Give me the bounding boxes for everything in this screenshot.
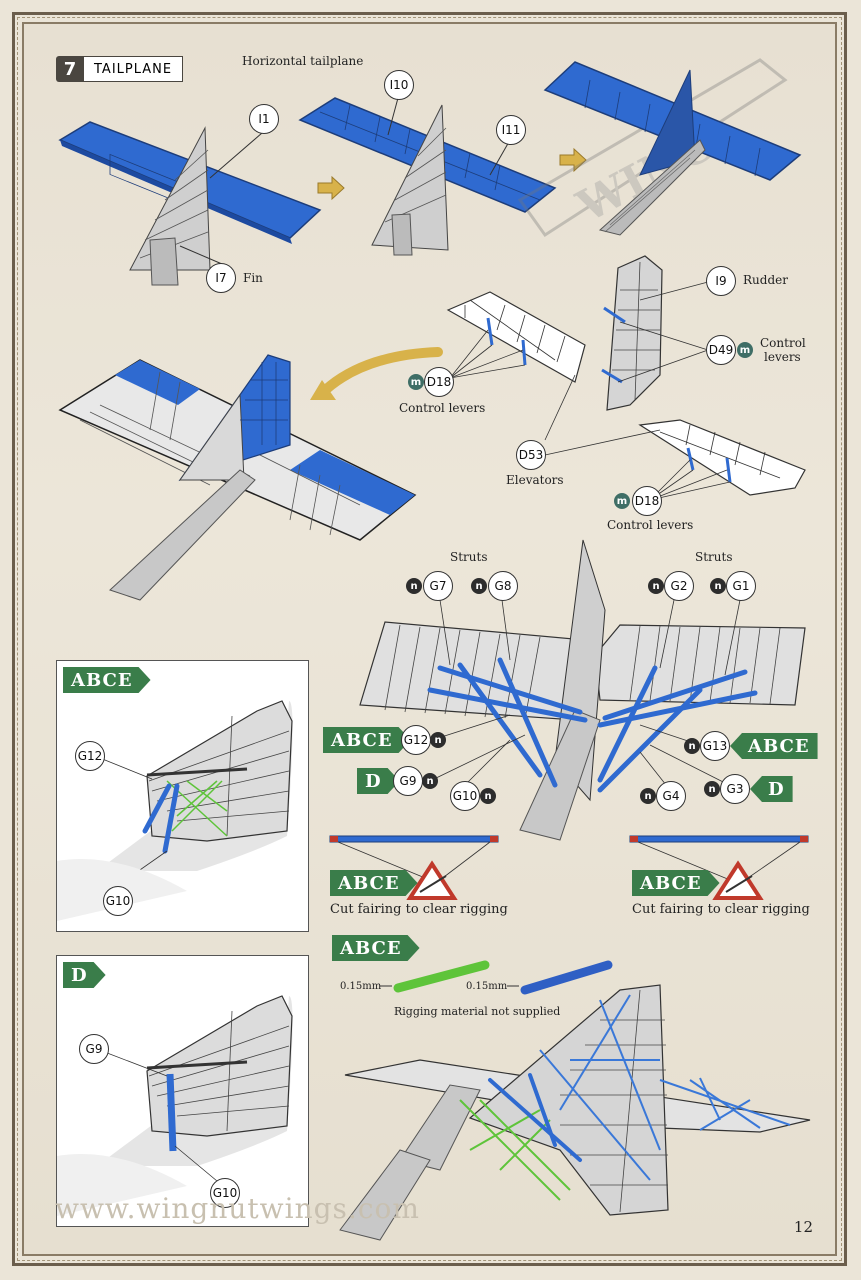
callout-g8: G8 [488,571,518,601]
inset-callout-g9: G9 [79,1034,109,1064]
callout-i1: I1 [249,104,279,134]
page-frame-outer [12,12,847,1266]
warning-triangle-left [406,860,458,900]
version-tag-abce: ABCE [323,727,411,753]
paint-marker-n: n [648,578,664,594]
paint-marker-n: n [430,732,446,748]
callout-g13: G13 [700,731,730,761]
inset-d: D G9 G10 [56,955,309,1227]
paint-marker-n: n [406,578,422,594]
paint-marker-m: m [614,493,630,509]
fin-label: Fin [243,271,263,285]
horizontal-tailplane-label: Horizontal tailplane [242,54,364,68]
inset-callout-g10: G10 [210,1178,240,1208]
painted-tailplane-view [58,347,443,601]
callout-i11: I11 [496,115,526,145]
struts-label-right: Struts [695,550,733,564]
version-tag-abce: ABCE [332,935,420,961]
callout-d18-lower: D18 [632,486,662,516]
callout-g9: G9 [393,766,423,796]
rudder-part [601,255,709,411]
fairing-left [329,835,499,881]
website-watermark: www.wingnutwings.com [55,1192,420,1225]
paint-marker-n: n [480,788,496,804]
callout-g2: G2 [664,571,694,601]
paint-marker-n: n [640,788,656,804]
elevator-lower [544,419,806,501]
paint-marker-n: n [471,578,487,594]
page-number: 12 [793,1218,813,1236]
fairing-right [629,835,809,881]
paint-marker-n: n [710,578,726,594]
rudder-label: Rudder [743,273,788,287]
cut-fairing-note-left: Cut fairing to clear rigging [330,902,508,917]
inset-callout-g10: G10 [103,886,133,916]
warning-triangle-right [712,860,764,900]
version-tag-abce: ABCE [632,870,720,896]
paint-marker-m: m [408,374,424,390]
rigged-tailplane-view [339,984,811,1241]
stage3-complete-tailplane [543,61,802,236]
stage1-tailplane [58,121,322,286]
control-levers-right-line2: levers [764,350,801,364]
arrow-1 [317,175,345,201]
elevator-upper [446,291,586,441]
rigging-size-green: 0.15mm [340,981,382,992]
elevators-label: Elevators [506,473,564,487]
arrow-2 [559,147,587,173]
step-header: 7 TAILPLANE [56,56,184,82]
inset-abce: ABCE G12 G10 [56,660,309,932]
inset-abce-illustration [57,700,293,921]
callout-g10: G10 [450,781,480,811]
step-title: TAILPLANE [84,56,184,82]
control-levers-label-2: Control levers [607,518,694,532]
callout-d49: D49 [706,335,736,365]
paint-marker-n: n [704,781,720,797]
struts-label-left: Struts [450,550,488,564]
inset-callout-g12: G12 [75,741,105,771]
callout-d53: D53 [516,440,546,470]
callout-g3: G3 [720,774,750,804]
cut-fairing-note-right: Cut fairing to clear rigging [632,902,810,917]
callout-i7: I7 [206,263,236,293]
inset-d-illustration [57,995,293,1216]
version-tag-abce: ABCE [330,870,418,896]
callout-i10: I10 [384,70,414,100]
callout-g7: G7 [423,571,453,601]
version-tag-abce: ABCE [730,733,818,759]
paint-marker-n: n [684,738,700,754]
callout-g1: G1 [726,571,756,601]
callout-d18-upper: D18 [424,367,454,397]
callout-g12: G12 [401,725,431,755]
control-levers-right-line1: Control [760,336,806,350]
page-frame-decoration [17,17,842,1261]
rigging-samples [380,960,613,995]
control-levers-label-1: Control levers [399,401,486,415]
version-tag-abce: ABCE [63,667,151,693]
stage2-elevators [298,97,557,256]
callout-i9: I9 [706,266,736,296]
paint-marker-n: n [422,773,438,789]
struts-assembly-view [359,539,806,841]
callout-g4: G4 [656,781,686,811]
rigging-size-blue: 0.15mm [466,981,508,992]
rigging-not-supplied-note: Rigging material not supplied [394,1005,561,1018]
step-number: 7 [56,56,84,82]
paint-marker-m: m [737,342,753,358]
